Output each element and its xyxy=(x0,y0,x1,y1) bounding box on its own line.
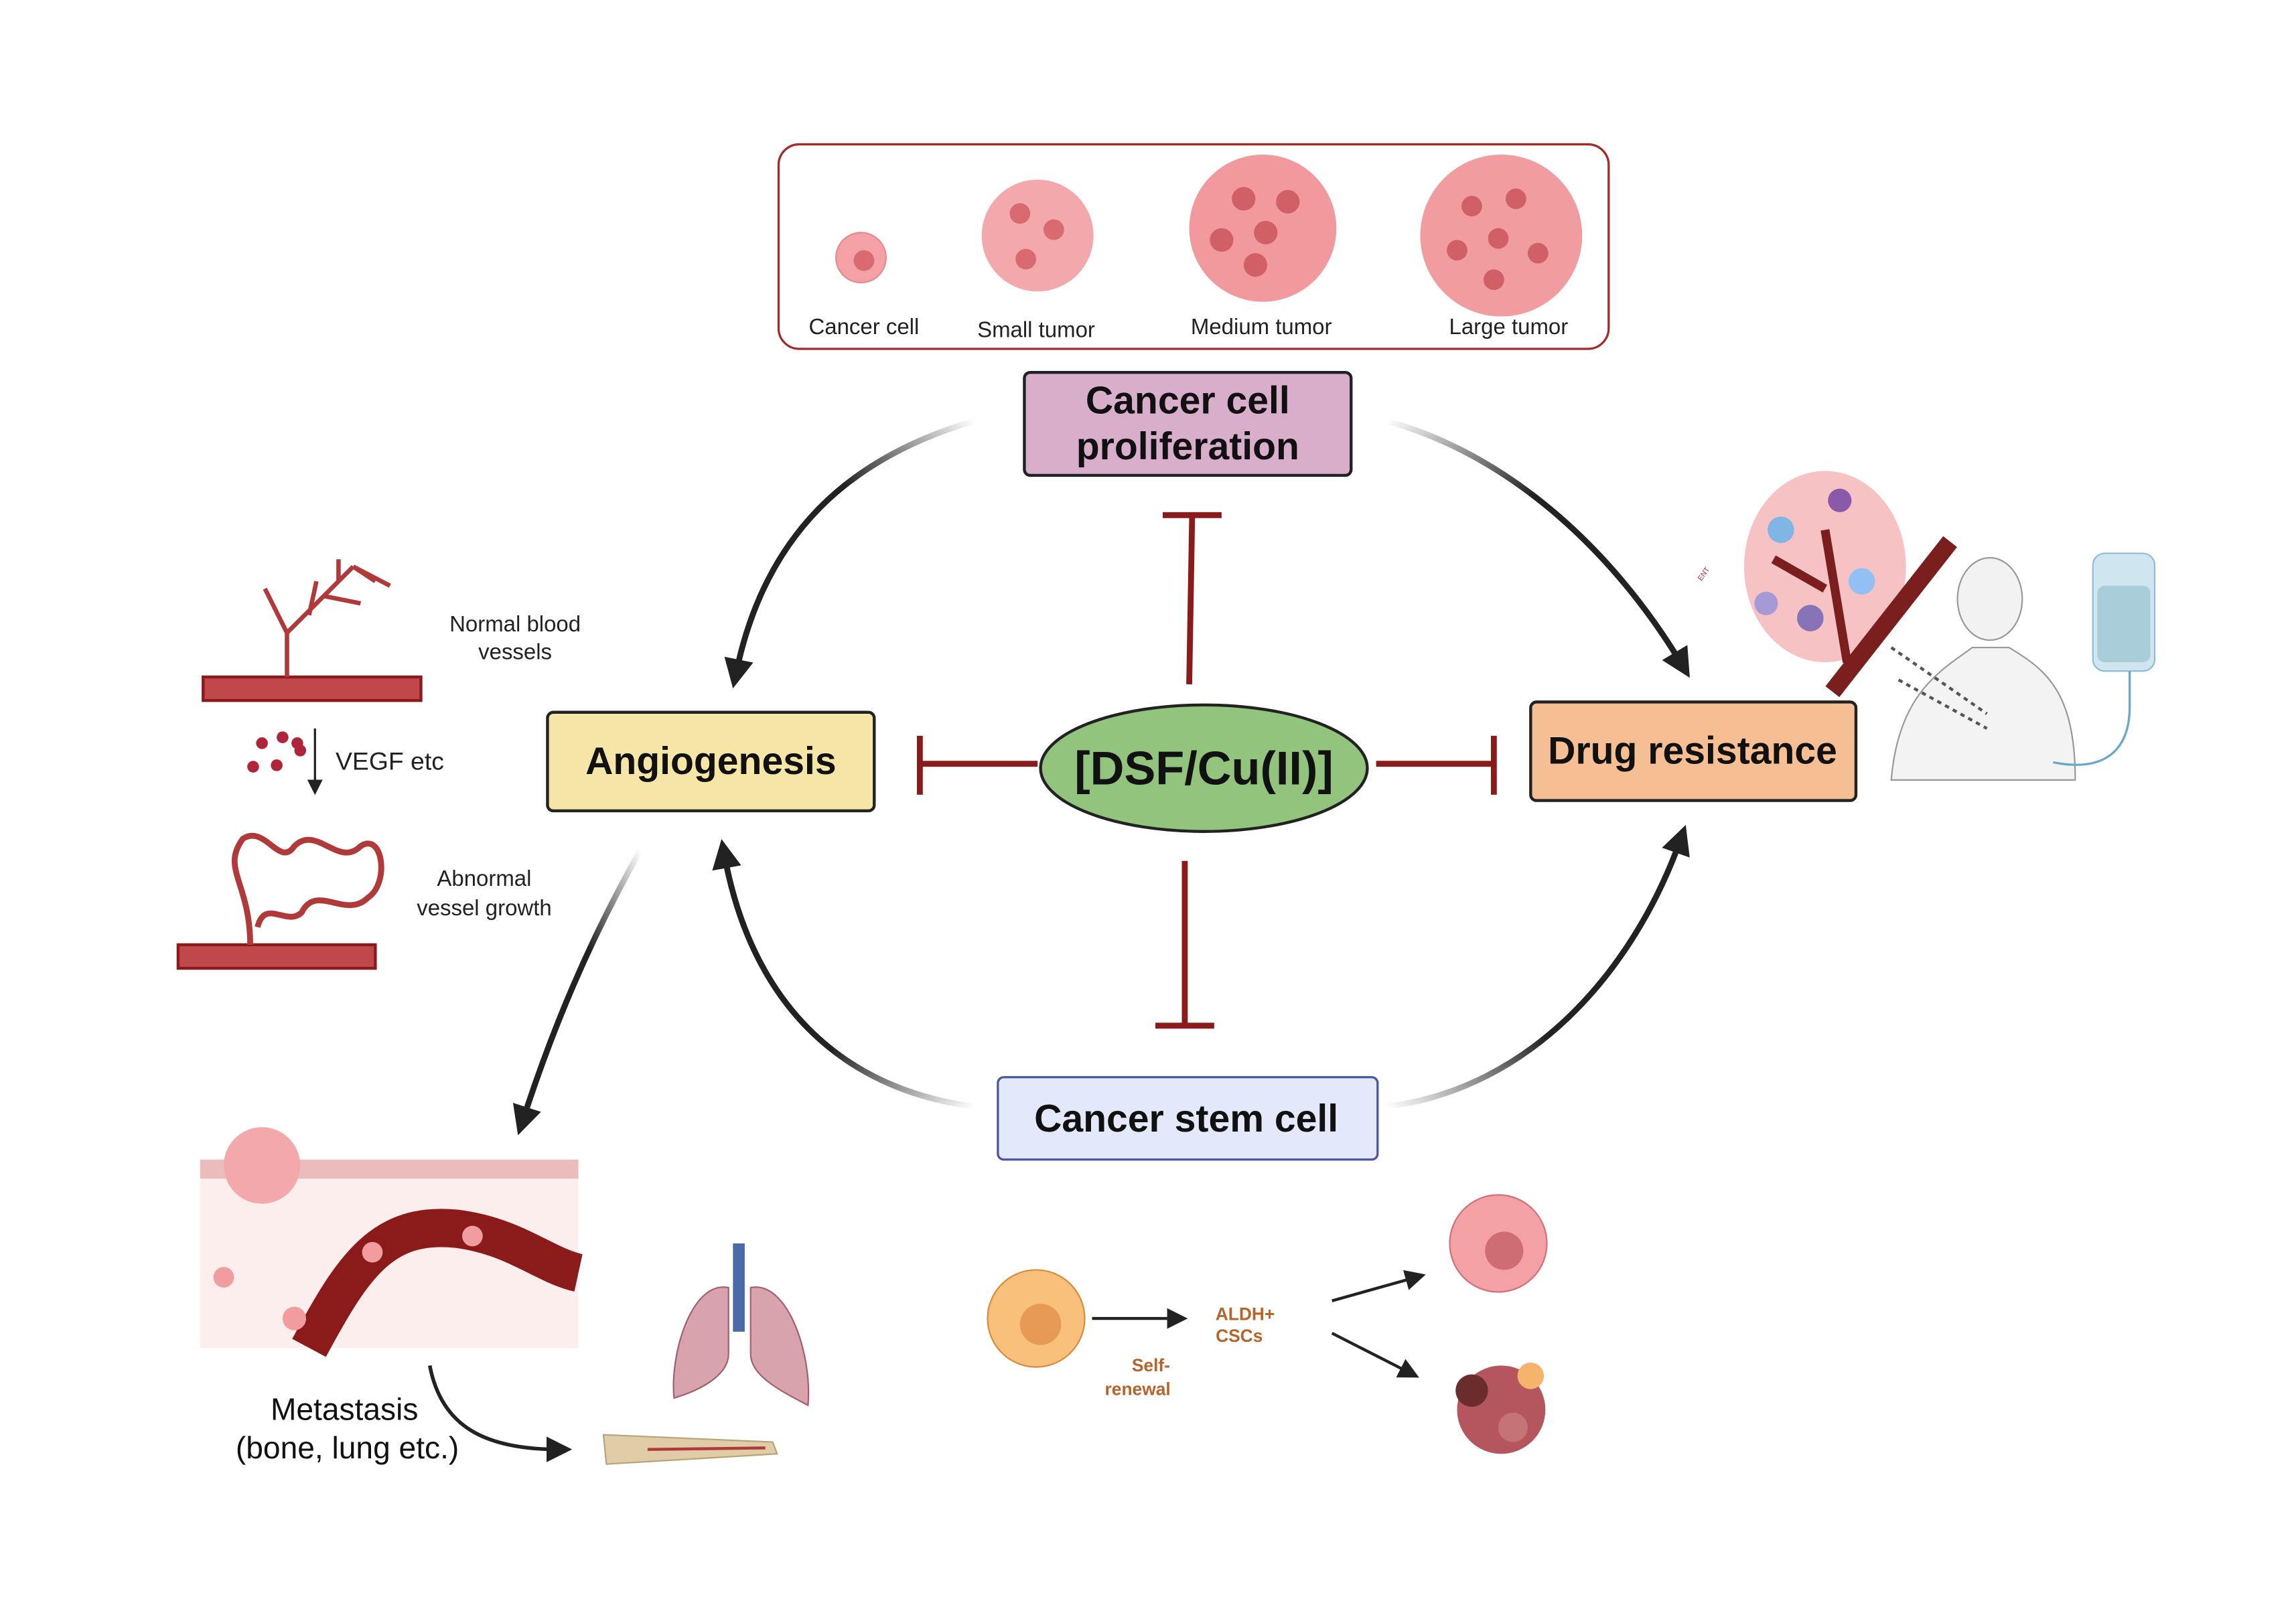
center-label: [DSF/Cu(II)] xyxy=(1074,741,1334,794)
proliferation-label-line1: Cancer cell xyxy=(1086,380,1290,423)
arrow-stem-to-drug-resistance xyxy=(1386,825,1690,1110)
cancer-cell-icon xyxy=(835,232,887,284)
arrow-proliferation-to-angiogenesis xyxy=(724,418,975,689)
tumor-growth-panel: Cancer cell Small tumor Medium tumor Lar… xyxy=(777,143,1610,350)
blood-vessel-icon xyxy=(292,1209,583,1357)
medium-tumor-label: Medium tumor xyxy=(1191,314,1332,339)
inhibit-stem-cell xyxy=(1155,860,1214,1029)
arrow-proliferation-to-drug-resistance xyxy=(1385,418,1690,678)
abnormal-vessel-label-2: vessel growth xyxy=(417,895,551,920)
iv-bag-icon xyxy=(2053,552,2156,766)
node-proliferation: Cancer cell proliferation xyxy=(1023,370,1353,477)
metastasis-label-1: Metastasis xyxy=(271,1392,418,1427)
patient-icon xyxy=(1890,556,2076,781)
differentiation-arrow-down xyxy=(1331,1332,1419,1378)
self-renewal-label-1: Self- xyxy=(1132,1355,1170,1375)
stem-cell-icon xyxy=(987,1269,1086,1368)
primary-tumor-icon xyxy=(224,1127,301,1204)
large-tumor-label: Large tumor xyxy=(1449,314,1569,339)
abnormal-vessel-label-1: Abnormal xyxy=(437,866,531,891)
arrow-angiogenesis-to-metastasis xyxy=(512,849,643,1136)
stem-cell-label: Cancer stem cell xyxy=(1034,1097,1338,1140)
metastasis-label-2: (bone, lung etc.) xyxy=(236,1430,459,1465)
bone-icon xyxy=(602,1434,778,1465)
aldh-label-1: ALDH+ xyxy=(1216,1304,1275,1324)
aldh-label-2: CSCs xyxy=(1216,1326,1263,1346)
node-drug-resistance: Drug resistance xyxy=(1529,700,1858,802)
small-tumor-label: Small tumor xyxy=(977,317,1095,341)
cancer-cell-label: Cancer cell xyxy=(808,314,919,339)
differentiated-cell-icon xyxy=(1449,1194,1548,1293)
inhibit-proliferation xyxy=(1162,512,1222,685)
vegf-label: VEGF etc xyxy=(336,747,444,775)
node-center: [DSF/Cu(II)] xyxy=(1039,703,1369,833)
large-tumor-icon xyxy=(1420,154,1583,317)
heterogeneous-tumor-icon xyxy=(1455,1363,1546,1454)
lungs-icon xyxy=(672,1243,810,1407)
inhibition-lines xyxy=(917,512,1497,1029)
vegf-dots-icon xyxy=(247,731,307,773)
node-angiogenesis: Angiogenesis xyxy=(546,710,876,813)
ent-label: ENT xyxy=(1697,566,1712,583)
medium-tumor-icon xyxy=(1189,154,1337,302)
abnormal-vessel-icon xyxy=(176,832,384,970)
normal-vessel-icon xyxy=(202,559,423,702)
arrow-stem-to-angiogenesis xyxy=(712,839,975,1110)
inhibit-angiogenesis xyxy=(917,735,1038,795)
drug-resistance-label: Drug resistance xyxy=(1548,730,1837,773)
tumor-microenvironment-icon: ENT xyxy=(1697,471,1957,698)
proliferation-label-line2: proliferation xyxy=(1076,425,1299,468)
drug-resistance-illustration: ENT xyxy=(1697,471,2156,781)
vessel-panel: Normal blood vessels VEGF etc Abnormal v… xyxy=(176,559,581,970)
metastasis-panel: Metastasis (bone, lung etc.) xyxy=(200,1127,810,1465)
normal-vessel-label-2: vessels xyxy=(478,639,552,664)
normal-vessel-label-1: Normal blood xyxy=(449,611,581,636)
csc-panel: ALDH+ CSCs Self- renewal xyxy=(987,1194,1548,1454)
arrow-metastasis-to-organs xyxy=(427,1365,573,1462)
angiogenesis-label: Angiogenesis xyxy=(585,740,837,783)
self-renewal-label-2: renewal xyxy=(1105,1379,1171,1399)
small-tumor-icon xyxy=(981,179,1094,292)
differentiation-arrow-up xyxy=(1332,1270,1426,1302)
node-stem-cell: Cancer stem cell xyxy=(997,1076,1379,1161)
inhibit-drug-resistance xyxy=(1376,735,1497,795)
